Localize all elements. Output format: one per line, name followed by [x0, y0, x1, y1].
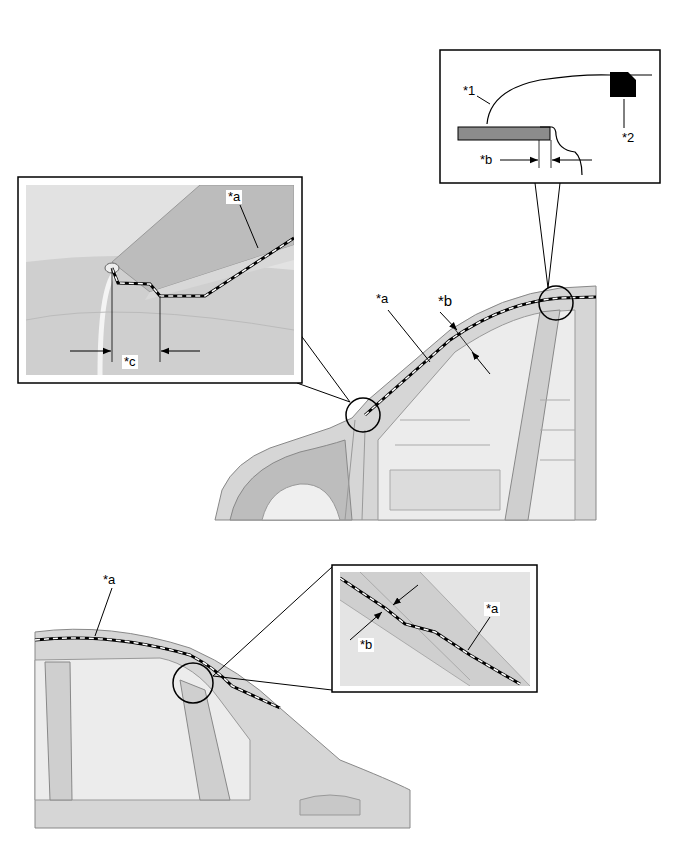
callout-label: *a [101, 573, 117, 587]
callout-label: *a [484, 602, 500, 616]
callout-label: *a [226, 190, 242, 204]
a-pillar-inset [18, 177, 302, 383]
c-pillar-inset [332, 565, 537, 692]
callout-label: *a [374, 292, 390, 306]
callout-label: *c [122, 355, 138, 369]
callout-label: *b [358, 638, 374, 652]
seal-section-inset [440, 50, 660, 183]
callout-label: *b [436, 294, 454, 308]
callout-label: *2 [620, 131, 636, 145]
callout-label: *b [478, 153, 494, 167]
callout-label: *1 [461, 84, 477, 98]
